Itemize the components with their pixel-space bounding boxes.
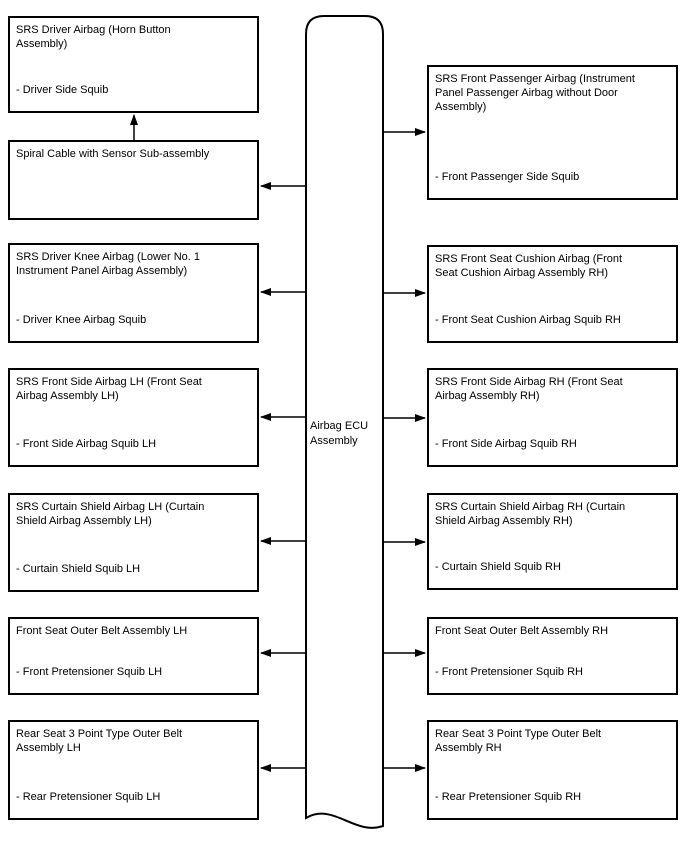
airbag-ecu-label: Airbag ECU Assembly [310,420,369,447]
airbag-ecu-pipe-outline [305,15,384,829]
component-squib: - Front Side Airbag Squib LH [16,438,157,450]
component-box-spiral-cable: Spiral Cable with Sensor Sub-assembly [8,140,259,220]
component-title: SRS Curtain Shield Airbag LH (Curtain Sh… [16,501,205,527]
component-box-rear-outer-belt-rh: Rear Seat 3 Point Type Outer Belt Assemb… [427,720,678,820]
component-box-curtain-shield-airbag-lh: SRS Curtain Shield Airbag LH (Curtain Sh… [8,493,259,592]
component-title: SRS Front Passenger Airbag (Instrument P… [435,73,635,113]
component-squib: - Driver Knee Airbag Squib [16,314,147,326]
component-title: Front Seat Outer Belt Assembly LH [16,625,188,637]
component-box-driver-knee-airbag: SRS Driver Knee Airbag (Lower No. 1 Inst… [8,243,259,343]
component-box-front-outer-belt-rh: Front Seat Outer Belt Assembly RH - Fron… [427,617,678,695]
component-title: SRS Front Side Airbag LH (Front Seat Air… [16,376,202,402]
component-box-driver-airbag: SRS Driver Airbag (Horn Button Assembly)… [8,16,259,113]
component-title: SRS Curtain Shield Airbag RH (Curtain Sh… [435,501,626,527]
component-title: SRS Front Side Airbag RH (Front Seat Air… [435,376,623,402]
component-squib: - Front Seat Cushion Airbag Squib RH [435,314,621,326]
component-squib: - Front Passenger Side Squib [435,171,580,183]
component-squib: - Driver Side Squib [16,84,109,96]
component-title: SRS Driver Knee Airbag (Lower No. 1 Inst… [16,251,201,277]
component-box-front-side-airbag-lh: SRS Front Side Airbag LH (Front Seat Air… [8,368,259,467]
component-squib: - Curtain Shield Squib RH [435,561,561,573]
component-box-front-passenger-airbag: SRS Front Passenger Airbag (Instrument P… [427,65,678,200]
component-title: SRS Driver Airbag (Horn Button Assembly) [16,24,171,50]
component-squib: - Curtain Shield Squib LH [16,563,141,575]
component-title: Front Seat Outer Belt Assembly RH [435,625,609,637]
component-box-curtain-shield-airbag-rh: SRS Curtain Shield Airbag RH (Curtain Sh… [427,493,678,590]
component-squib: - Front Side Airbag Squib RH [435,438,577,450]
component-title: SRS Front Seat Cushion Airbag (Front Sea… [435,253,623,279]
component-box-seat-cushion-airbag-rh: SRS Front Seat Cushion Airbag (Front Sea… [427,245,678,343]
component-title: Rear Seat 3 Point Type Outer Belt Assemb… [435,728,602,754]
component-box-rear-outer-belt-lh: Rear Seat 3 Point Type Outer Belt Assemb… [8,720,259,820]
component-squib: - Rear Pretensioner Squib RH [435,791,582,803]
component-box-front-side-airbag-rh: SRS Front Side Airbag RH (Front Seat Air… [427,368,678,467]
component-title: Rear Seat 3 Point Type Outer Belt Assemb… [16,728,183,754]
component-squib: - Front Pretensioner Squib RH [435,666,583,678]
component-box-front-outer-belt-lh: Front Seat Outer Belt Assembly LH - Fron… [8,617,259,695]
component-squib: - Front Pretensioner Squib LH [16,666,163,678]
component-title: Spiral Cable with Sensor Sub-assembly [16,148,210,160]
component-squib: - Rear Pretensioner Squib LH [16,791,161,803]
